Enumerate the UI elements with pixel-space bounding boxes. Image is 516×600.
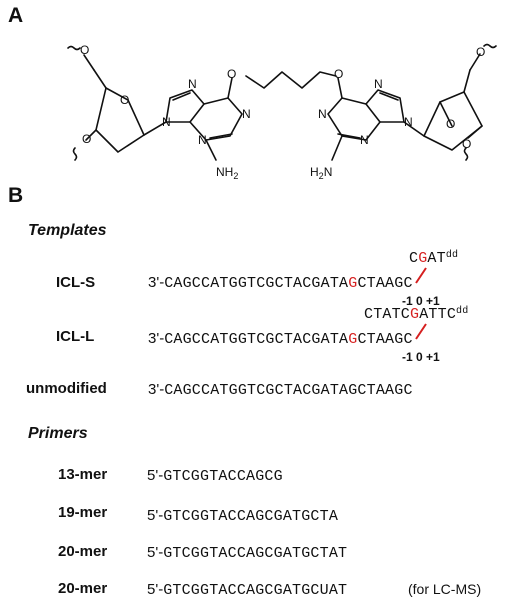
primer-label-13mer: 13-mer xyxy=(58,466,108,483)
primer-seq-19mer: 5'-GTCGGTACCAGCGATGCTA xyxy=(147,507,339,525)
primer-label-20mer-lcms: 20-mer xyxy=(58,580,108,597)
primers-heading: Primers xyxy=(28,425,88,442)
atom-o6-right: O xyxy=(334,67,343,81)
atom-n1-left: N xyxy=(242,107,251,121)
icl-s-overhang: CGATdd xyxy=(409,250,459,267)
icl-l-overhang: CTATCGATTCdd xyxy=(364,306,469,323)
primer-seq-20mer: 5'-GTCGGTACCAGCGATGCTAT xyxy=(147,544,348,562)
icl-l-positions: -1 0 +1 xyxy=(402,350,440,364)
template-label-icl-s: ICL-S xyxy=(56,274,96,291)
amine-right-label: H2N xyxy=(310,165,332,181)
primer-label-20mer: 20-mer xyxy=(58,543,108,560)
template-label-icl-l: ICL-L xyxy=(56,328,95,345)
primer-seq-13mer: 5'-GTCGGTACCAGCG xyxy=(147,467,283,485)
amine-left-label: NH2 xyxy=(216,165,238,181)
atom-o-right-3prime: O xyxy=(462,137,471,151)
atom-n3-right: N xyxy=(360,133,369,147)
crosslink-structure: O O O N N N N O O N N N N O O O NH2 H2N xyxy=(67,43,497,181)
atom-n7-left: N xyxy=(188,77,197,91)
atom-n9-right: N xyxy=(404,115,413,129)
icl-s-crosslink-bond xyxy=(415,267,427,284)
icl-l-crosslink-bond xyxy=(415,323,427,340)
atom-n7-right: N xyxy=(374,77,383,91)
panel-a-label: A xyxy=(8,4,24,27)
template-label-unmodified: unmodified xyxy=(26,380,107,397)
primer-label-19mer: 19-mer xyxy=(58,504,108,521)
template-seq-icl-l: 3'-CAGCCATGGTCGCTACGATAGCTAAGC xyxy=(148,330,413,348)
atom-n1-right: N xyxy=(318,107,327,121)
primer-seq-20mer-lcms: 5'-GTCGGTACCAGCGATGCUAT xyxy=(147,581,348,599)
atom-o6-left: O xyxy=(227,67,236,81)
primer-note-lcms: (for LC-MS) xyxy=(408,581,482,597)
atom-o-right-5prime: O xyxy=(476,45,485,59)
atom-o-left-5prime: O xyxy=(80,43,89,57)
templates-heading: Templates xyxy=(28,222,107,239)
atom-n9-left: N xyxy=(162,115,171,129)
template-seq-icl-s: 3'-CAGCCATGGTCGCTACGATAGCTAAGC xyxy=(148,274,413,292)
atom-o-left-ring: O xyxy=(120,93,129,107)
panel-b-label: B xyxy=(8,184,24,207)
atom-o-left-3prime: O xyxy=(82,132,91,146)
icl-s-positions: -1 0 +1 xyxy=(402,294,440,308)
atom-o-right-ring: O xyxy=(446,117,455,131)
atom-n3-left: N xyxy=(198,133,207,147)
template-seq-unmodified: 3'-CAGCCATGGTCGCTACGATAGCTAAGC xyxy=(148,381,413,399)
